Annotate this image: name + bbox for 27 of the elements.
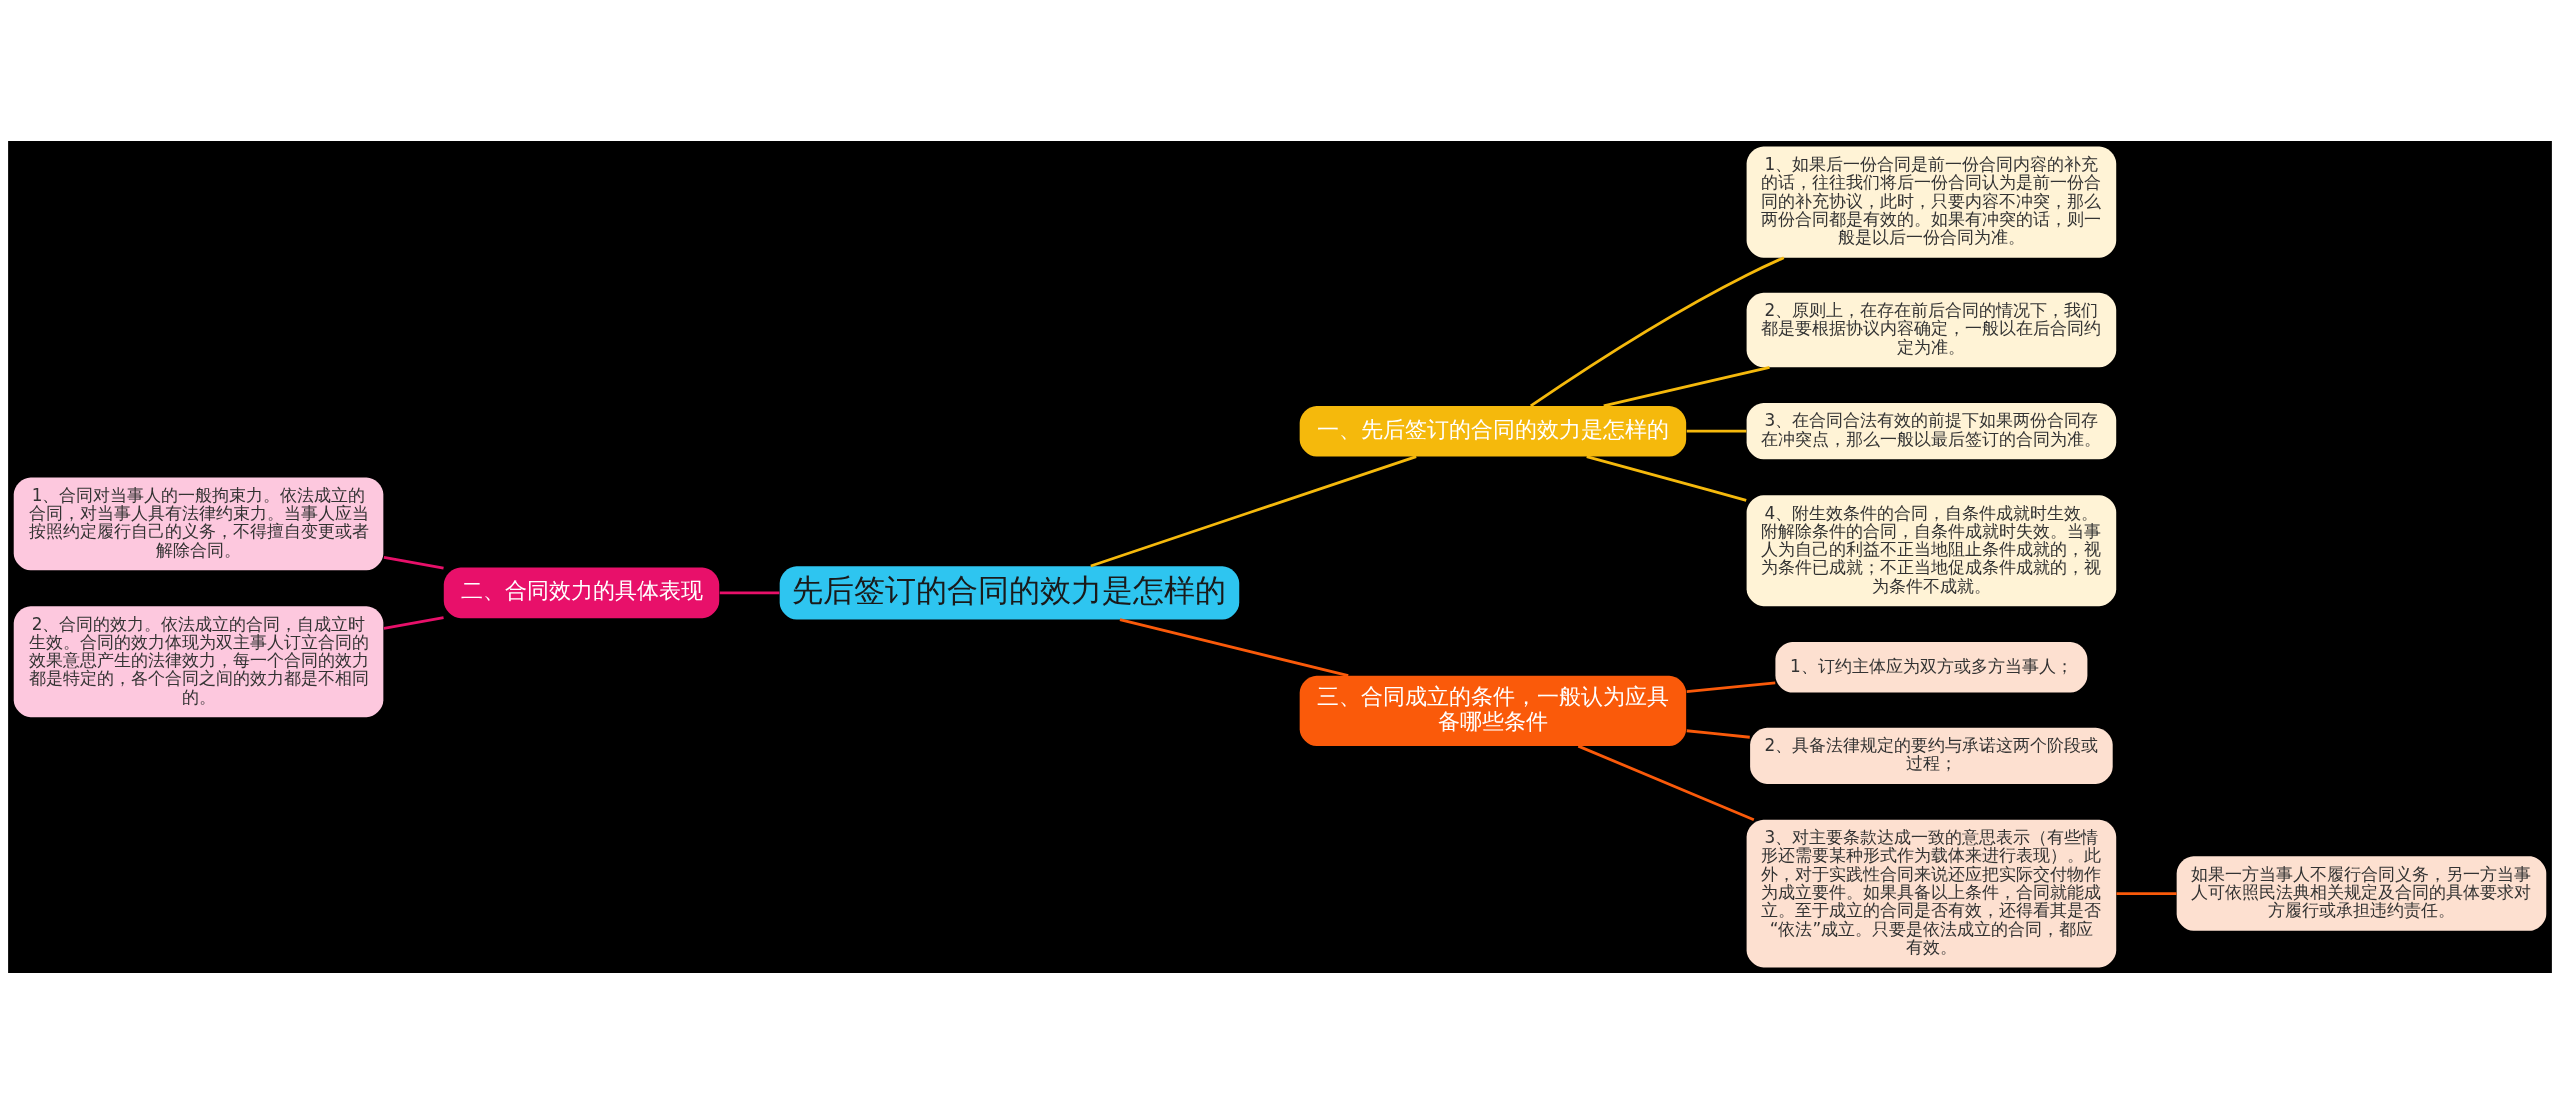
node-box: 2、合同的效力。依法成立的合同，自成立时生效。合同的效力体现为双主事人订立合同的效果意思产生的法律效力，每一个合同的效力都是特定的，各个合同之间的效力都是不相同的。 [13, 605, 384, 717]
connector [719, 590, 780, 594]
node-box: 一、先后签订的合同的效力是怎样的 [1299, 405, 1687, 456]
connector [1530, 255, 1785, 407]
connector [1686, 728, 1750, 739]
node-box: 4、附生效条件的合同，自条件成就时生效。附解除条件的合同，自条件成就时失效。当事人为自己的利益不正当地阻止条件成就的，视为条件已成就；不正当地促成条件成就的，视为条件不成就。 [1746, 494, 2117, 606]
node-box: 二、合同效力的具体表现 [443, 567, 720, 618]
node-box: 3、对主要条款达成一致的意思表示（有些情形还需要某种形式作为载体来进行表现）。此外，对于实践性合同来说还应把实际交付物作为成立要件。如果具备以上条件，合同就能成立。至于成立的合同是否有效，还得看其是否“依法”成立。只要是依法成立的合同，都应有效。 [1746, 819, 2117, 967]
node-box: 如果一方当事人不履行合同义务，另一方当事人可依照民法典相关规定及合同的具体要求对方履行或承担违约责任。 [2176, 855, 2547, 931]
connector [1119, 617, 1349, 677]
connector [383, 615, 444, 630]
node-box: 1、合同对当事人的一般拘束力。依法成立的合同，对当事人具有法律约束力。当事人应当按照约定履行自己的义务，不得擅自变更或者解除合同。 [13, 477, 384, 570]
connector [1577, 744, 1755, 821]
node-box: 1、如果后一份合同是前一份合同内容的补充的话，往往我们将后一份合同认为是前一份合同的补充协议，此时，只要内容不冲突，那么两份合同都是有效的。如果有冲突的话，则一般是以后一份合同为准。 [1746, 146, 2117, 258]
connector [1603, 365, 1770, 407]
connector [2116, 891, 2177, 895]
connector [383, 555, 444, 569]
connector [1686, 429, 1747, 433]
node-box: 2、原则上，在存在前后合同的情况下，我们都是要根据协议内容确定，一般以在后合同约定为准。 [1746, 292, 2117, 367]
node-box: 三、合同成立的条件，一般认为应具备哪些条件 [1299, 675, 1687, 746]
connector [1090, 454, 1417, 567]
node-box: 3、在合同合法有效的前提下如果两份合同存在冲突点，那么一般以最后签订的合同为准。 [1746, 402, 2117, 459]
connector [1686, 680, 1776, 693]
node-box: 1、订约主体应为双方或多方当事人； [1775, 641, 2088, 693]
node-box: 2、具备法律规定的要约与承诺这两个阶段或过程； [1750, 727, 2113, 784]
connector [1586, 454, 1747, 502]
node-box: 先后签订的合同的效力是怎样的 [779, 565, 1240, 620]
